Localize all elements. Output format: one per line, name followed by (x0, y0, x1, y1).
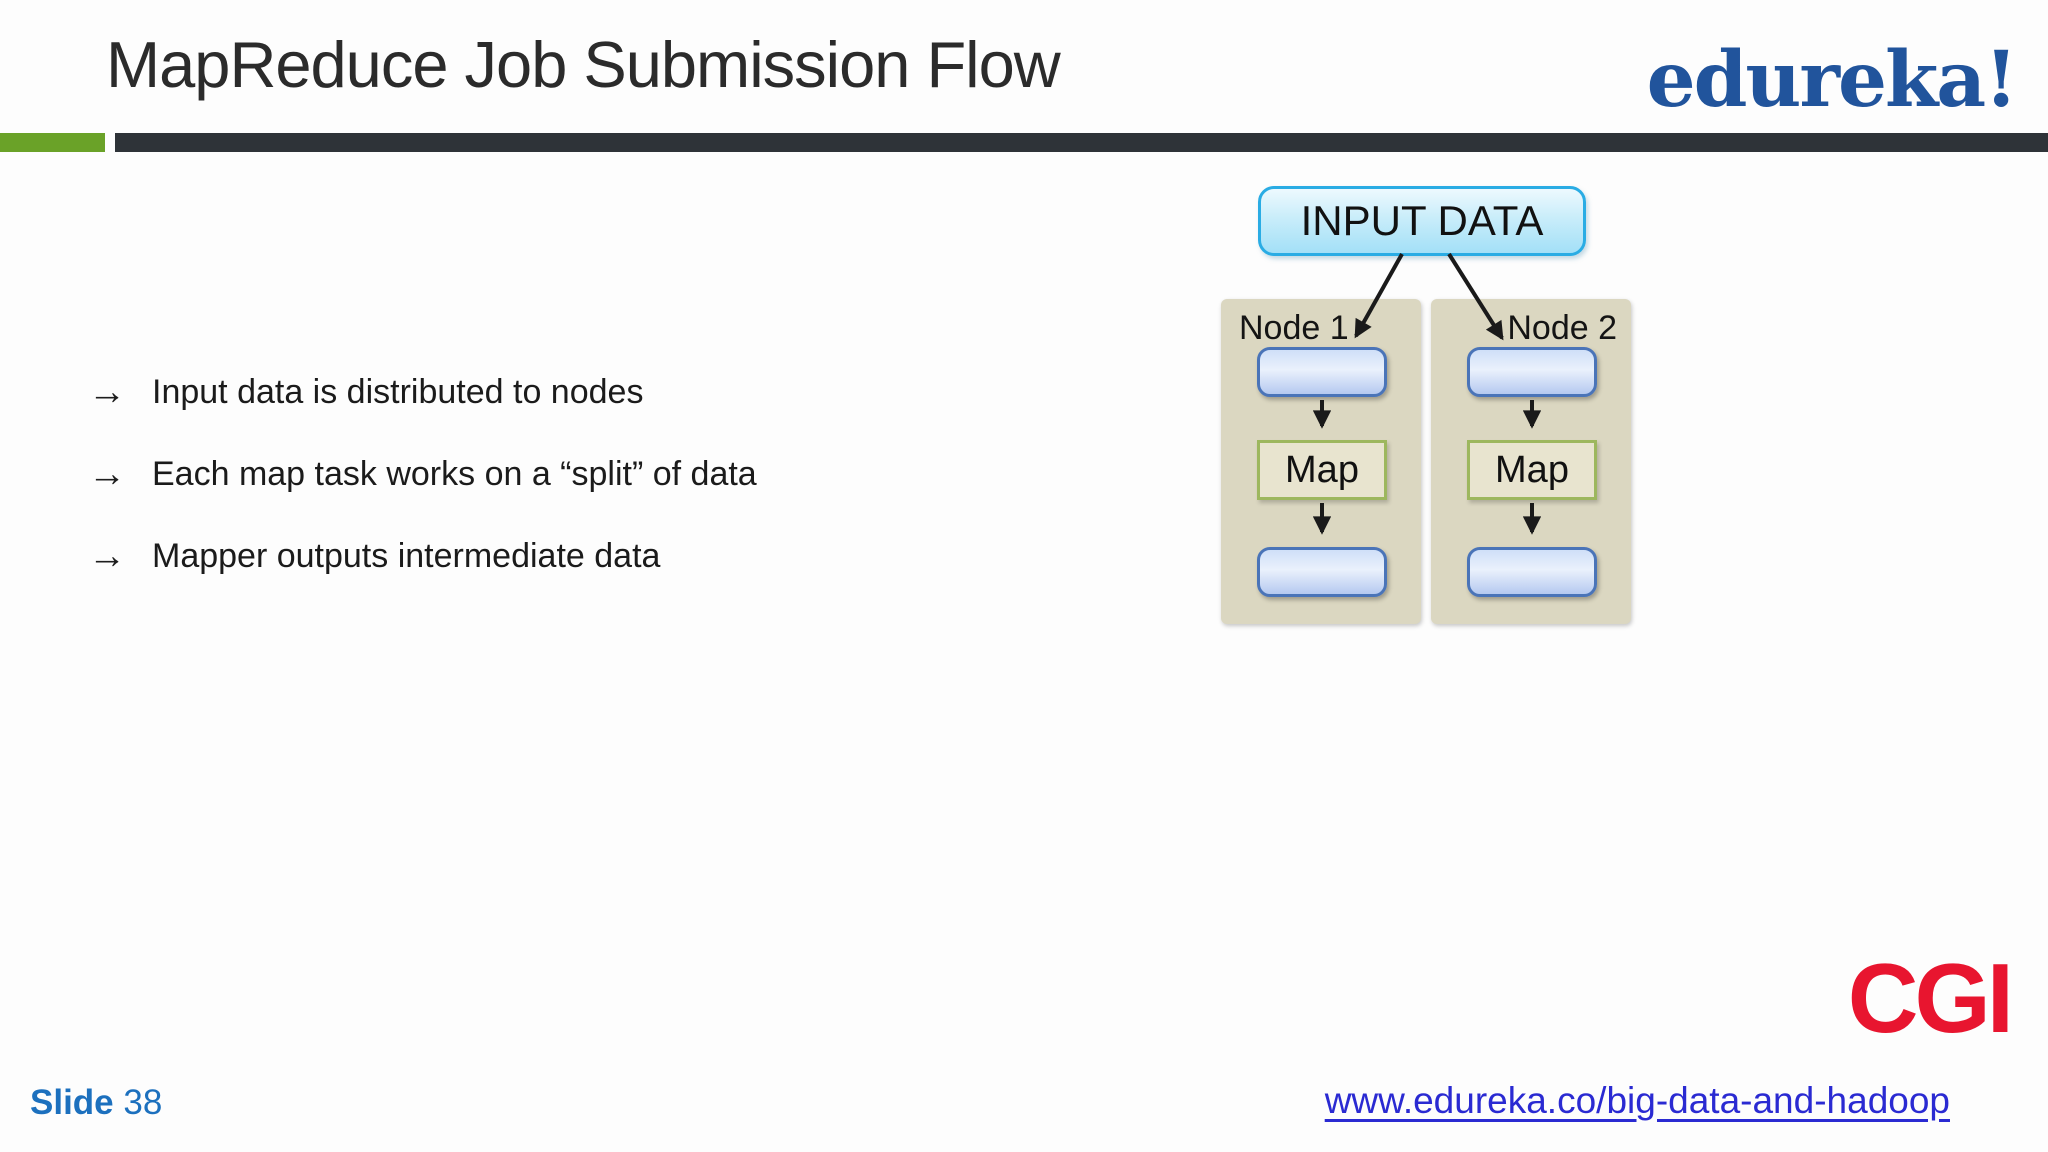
slide-number-value: 38 (123, 1083, 163, 1122)
node2-split-box (1467, 347, 1597, 397)
bullet-list: → Input data is distributed to nodes → E… (88, 370, 757, 616)
node2-output-box (1467, 547, 1597, 597)
list-item: → Each map task works on a “split” of da… (88, 452, 757, 534)
node1-map-box: Map (1257, 440, 1387, 500)
node1-split-box (1257, 347, 1387, 397)
cgi-logo: CGI (1847, 943, 2014, 1053)
arrow-bullet-icon: → (88, 535, 126, 577)
node2-panel: Node 2 Map (1431, 299, 1631, 624)
list-item: → Input data is distributed to nodes (88, 370, 757, 452)
bullet-text: Input data is distributed to nodes (152, 373, 644, 411)
header-rule-bar (115, 133, 2048, 152)
node2-map-box: Map (1467, 440, 1597, 500)
course-url-link[interactable]: www.edureka.co/big-data-and-hadoop (1324, 1080, 1950, 1121)
node1-panel: Node 1 Map (1221, 299, 1421, 624)
slide-number-label: Slide (30, 1083, 114, 1122)
slide-number: Slide 38 (30, 1083, 162, 1123)
input-data-box: INPUT DATA (1258, 186, 1586, 256)
accent-bar-green (0, 133, 105, 152)
bullet-text: Mapper outputs intermediate data (152, 537, 661, 575)
node1-label: Node 1 (1239, 309, 1349, 347)
page-title: MapReduce Job Submission Flow (106, 28, 1061, 101)
node2-label: Node 2 (1507, 309, 1617, 347)
node1-output-box (1257, 547, 1387, 597)
list-item: → Mapper outputs intermediate data (88, 534, 757, 616)
arrow-bullet-icon: → (88, 453, 126, 495)
arrow-bullet-icon: → (88, 371, 126, 413)
bullet-text: Each map task works on a “split” of data (152, 455, 757, 493)
edureka-logo: edureka! (1646, 35, 2018, 125)
